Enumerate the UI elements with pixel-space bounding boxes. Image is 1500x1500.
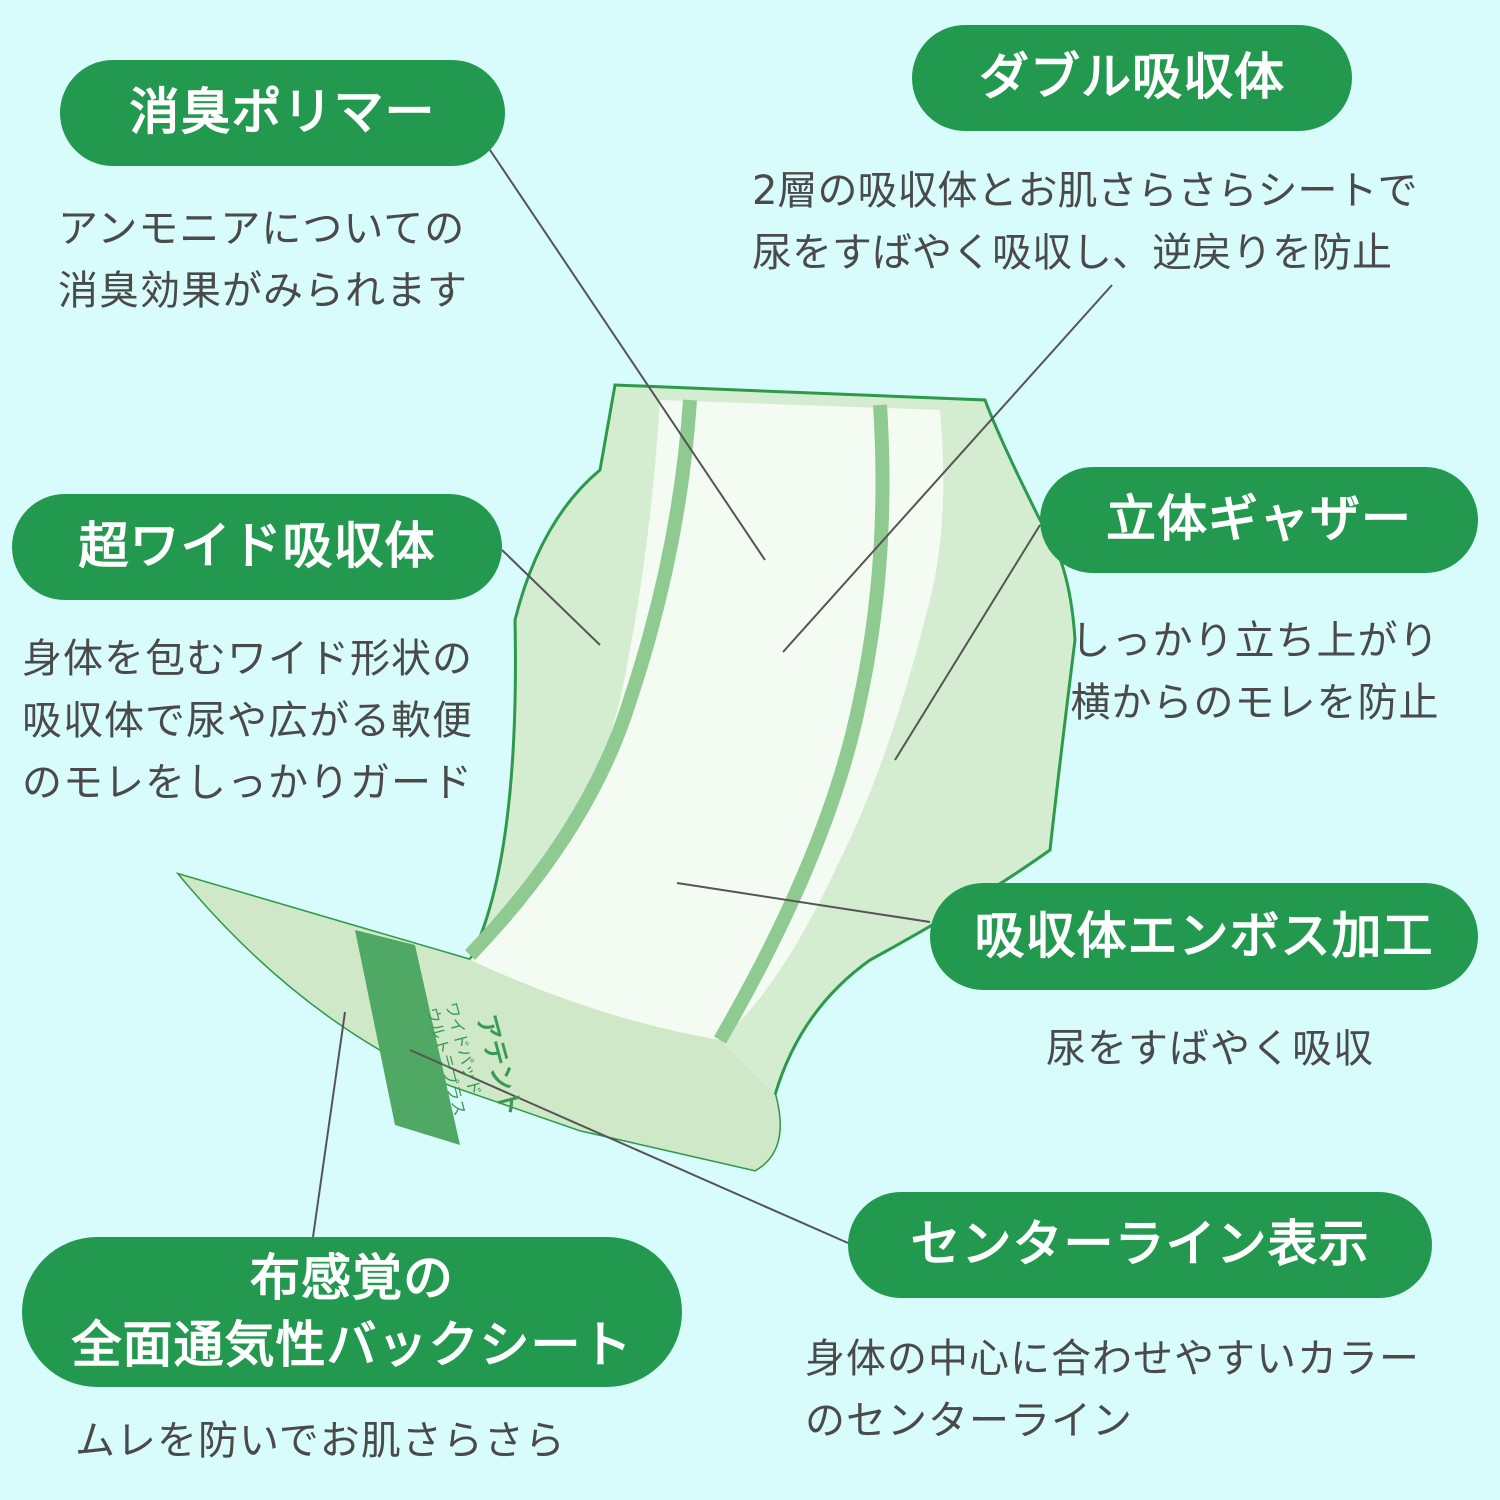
leader-line [409, 1049, 849, 1244]
desc-line: 尿をすばやく吸収 [1046, 1026, 1374, 1072]
leader-line [676, 882, 931, 923]
desc-line: のモレをしっかりガード [22, 760, 473, 806]
feature-desc-center-line: 身体の中心に合わせやすいカラーのセンターライン [805, 1328, 1420, 1452]
leader-lines [312, 149, 1113, 1244]
desc-line: 横からのモレを防止 [1070, 680, 1440, 726]
desc-line: 2層の吸収体とお肌さらさらシートで [752, 168, 1418, 214]
feature-title-embossed-absorber: 吸収体エンボス加工 [930, 883, 1478, 990]
desc-line: しっかり立ち上がり [1070, 618, 1440, 664]
leader-line [312, 1011, 346, 1238]
feature-title-3d-gathers: 立体ギャザー [1040, 467, 1478, 573]
leader-line [894, 524, 1041, 761]
leader-line [489, 149, 766, 561]
feature-desc-3d-gathers: しっかり立ち上がり横からのモレを防止 [1052, 610, 1458, 734]
leader-line [501, 549, 601, 646]
feature-title-deodorant-polymer: 消臭ポリマー [60, 60, 505, 166]
feature-title-double-absorber: ダブル吸収体 [912, 25, 1352, 131]
feature-title-ultra-wide-absorber: 超ワイド吸収体 [12, 494, 502, 600]
center-line-stripe [355, 930, 460, 1145]
desc-line: のセンターライン [805, 1398, 1133, 1444]
feature-desc-embossed-absorber: 尿をすばやく吸収 [1000, 1018, 1420, 1080]
desc-line: 吸収体で尿や広がる軟便 [22, 698, 473, 744]
desc-line: 身体を包むワイド形状の [22, 636, 473, 682]
pad-image [175, 383, 1077, 1172]
feature-title-center-line: センターライン表示 [848, 1192, 1432, 1298]
feature-desc-deodorant-polymer: アンモニアについての消臭効果がみられます [58, 198, 468, 322]
feature-desc-double-absorber: 2層の吸収体とお肌さらさらシートで尿をすばやく吸収し、逆戻りを防止 [752, 160, 1417, 284]
leader-line [782, 284, 1113, 653]
desc-line: 尿をすばやく吸収し、逆戻りを防止 [752, 230, 1392, 276]
desc-line: 消臭効果がみられます [58, 268, 468, 314]
desc-line: アンモニアについての [58, 206, 466, 252]
desc-line: 身体の中心に合わせやすいカラー [805, 1336, 1420, 1382]
title-line: 全面通気性バックシート [71, 1316, 633, 1374]
desc-line: ムレを防いでお肌さらさら [75, 1418, 566, 1464]
feature-desc-breathable-backsheet: ムレを防いでお肌さらさら [75, 1410, 566, 1472]
feature-desc-ultra-wide-absorber: 身体を包むワイド形状の吸収体で尿や広がる軟便のモレをしっかりガード [22, 628, 473, 814]
title-line: 布感覚の [250, 1248, 454, 1307]
feature-title-breathable-backsheet: 布感覚の全面通気性バックシート [22, 1237, 682, 1387]
